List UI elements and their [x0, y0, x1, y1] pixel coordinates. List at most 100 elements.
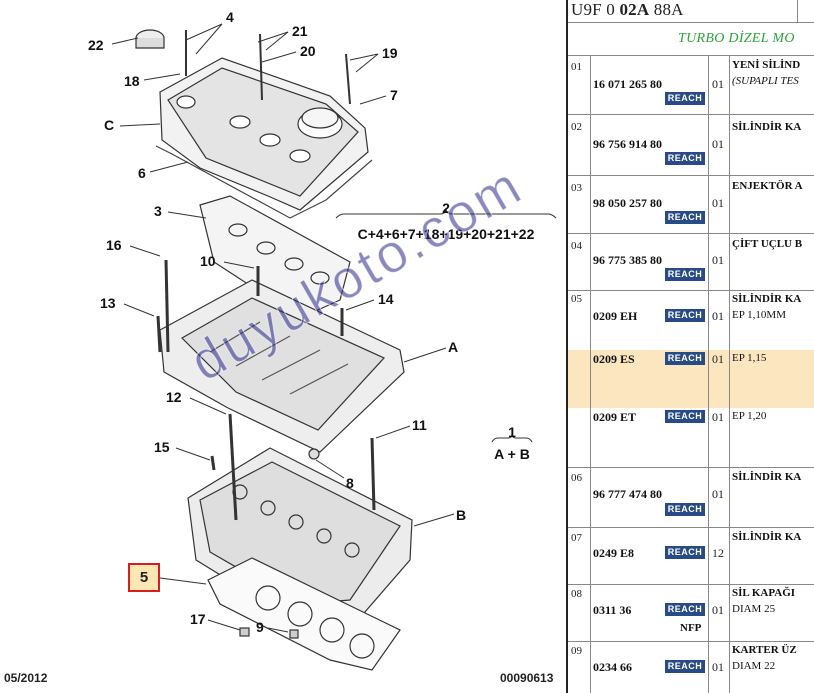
reach-badge: REACH — [665, 503, 705, 516]
part-ref: 96 756 914 80 — [593, 137, 662, 151]
quantity: 01 — [712, 196, 724, 210]
reach-badge: REACH — [665, 546, 705, 559]
part-ref: 16 071 265 80 — [593, 77, 662, 91]
part-thickness: EP 1,10MM — [732, 309, 786, 321]
part-description: SİLİNDİR KA — [732, 293, 802, 305]
part-diameter: DIAM 25 — [732, 603, 776, 615]
part-thickness: EP 1,20 — [732, 410, 767, 422]
reach-badge: REACH — [665, 211, 705, 224]
part-ref: 96 775 385 80 — [593, 253, 662, 267]
part-description: YENİ SİLİND — [732, 59, 801, 71]
quantity: 01 — [712, 660, 724, 674]
part-description: SİLİNDİR KA — [732, 531, 802, 543]
callout-13: 13 — [100, 295, 116, 311]
table-row[interactable]: 07 0249 E8 REACH 12 SİLİNDİR KA — [568, 528, 814, 585]
parts-table: U9F 0 02A 88A TURBO DİZEL MO 01 16 071 2… — [568, 0, 814, 693]
table-row[interactable]: 01 16 071 265 80 REACH 01 YENİ SİLİND (S… — [568, 55, 814, 115]
quantity: 01 — [712, 253, 724, 267]
callout-18: 18 — [124, 73, 140, 89]
diagram-date: 05/2012 — [4, 671, 48, 685]
part-ref: 96 777 474 80 — [593, 487, 662, 501]
quantity: 01 — [712, 309, 724, 323]
table-row[interactable]: 05 0209 EH REACH 01 SİLİNDİR KA EP 1,10M… — [568, 291, 814, 350]
diagram-id: 00090613 — [500, 671, 554, 685]
part-description: SİLİNDİR KA — [732, 121, 802, 133]
table-row[interactable]: 08 0311 36 REACH NFP 01 SİL KAPAĞI DIAM … — [568, 585, 814, 642]
callout-5-highlighted[interactable]: 5 — [128, 563, 160, 592]
row-number: 05 — [571, 293, 582, 305]
callout-14: 14 — [378, 291, 394, 307]
reach-badge: REACH — [665, 92, 705, 105]
part-ref: 0249 E8 — [593, 546, 635, 560]
part-description: ÇİFT UÇLU B — [732, 238, 803, 250]
reach-badge: REACH — [665, 410, 705, 423]
callout-17: 17 — [190, 611, 206, 627]
table-row[interactable]: 03 98 050 257 80 REACH 01 ENJEKTÖR A — [568, 176, 814, 234]
reach-badge: REACH — [665, 268, 705, 281]
table-row[interactable]: 09 0234 66 REACH 01 KARTER ÜZ DIAM 22 — [568, 642, 814, 693]
part-description: SİL KAPAĞI — [732, 587, 796, 599]
row-number: 07 — [571, 532, 582, 544]
callout-4: 4 — [226, 9, 234, 25]
callout-C: C — [104, 117, 115, 133]
reach-badge: REACH — [665, 603, 705, 616]
callout-3: 3 — [154, 203, 162, 219]
header-divider — [797, 0, 798, 22]
callout-11: 11 — [412, 417, 427, 433]
part-ref: 0311 36 — [593, 603, 632, 617]
part-ref: 98 050 257 80 — [593, 196, 662, 210]
exploded-parts-diagram: 22 18 4 21 20 19 7 C 6 3 2 C+4+6+7+18+19… — [4, 9, 557, 685]
callout-16: 16 — [106, 237, 122, 253]
model-code-bold: 02A — [619, 0, 650, 19]
part-description: SİLİNDİR KA — [732, 471, 802, 483]
part-ref: 0234 66 — [593, 660, 632, 674]
callout-20: 20 — [300, 43, 316, 59]
row-number: 01 — [571, 61, 582, 73]
part-ref: 0209 EH — [593, 309, 638, 323]
kit-1-number: 1 — [508, 424, 516, 440]
reach-badge: REACH — [665, 152, 705, 165]
part-description: KARTER ÜZ — [732, 644, 797, 656]
callout-7: 7 — [390, 87, 398, 103]
quantity: 12 — [712, 546, 724, 560]
model-code-suffix: 88A — [649, 0, 684, 19]
reach-badge: REACH — [665, 352, 705, 365]
quantity: 01 — [712, 410, 724, 424]
part-description-note: (SUPAPLI TES — [732, 75, 799, 87]
row-number: 09 — [571, 645, 582, 657]
kit-2-formula: C+4+6+7+18+19+20+21+22 — [357, 226, 535, 242]
callout-8: 8 — [346, 475, 354, 491]
callout-21: 21 — [292, 23, 308, 39]
kit-1-formula: A + B — [494, 446, 530, 462]
table-row[interactable]: 0209 ET REACH 01 EP 1,20 — [568, 408, 814, 468]
table-row-highlighted[interactable]: 0209 ES REACH 01 EP 1,15 — [568, 350, 814, 408]
table-row[interactable]: 06 96 777 474 80 REACH 01 SİLİNDİR KA — [568, 468, 814, 528]
part-description: ENJEKTÖR A — [732, 180, 803, 192]
callout-15: 15 — [154, 439, 170, 455]
callout-12: 12 — [166, 389, 182, 405]
model-code-prefix: U9F 0 — [571, 0, 620, 19]
engine-subtitle: TURBO DİZEL MO — [678, 31, 795, 46]
reach-badge: REACH — [665, 660, 705, 673]
callout-A: A — [448, 339, 459, 355]
callout-B: B — [456, 507, 467, 523]
quantity: 01 — [712, 77, 724, 91]
quantity: 01 — [712, 487, 724, 501]
engine-subtitle-row: TURBO DİZEL MO — [568, 22, 814, 56]
part-ref: 0209 ET — [593, 410, 637, 424]
model-code: U9F 0 02A 88A — [571, 0, 684, 20]
kit-2-number: 2 — [442, 200, 450, 216]
table-row[interactable]: 04 96 775 385 80 REACH 01 ÇİFT UÇLU B — [568, 234, 814, 291]
callout-10: 10 — [200, 253, 216, 269]
engine-drawing — [111, 23, 557, 671]
quantity: 01 — [712, 137, 724, 151]
callout-22: 22 — [88, 37, 104, 53]
panel-divider — [566, 0, 568, 693]
table-row[interactable]: 02 96 756 914 80 REACH 01 SİLİNDİR KA — [568, 115, 814, 176]
model-header: U9F 0 02A 88A — [568, 0, 814, 23]
quantity: 01 — [712, 352, 724, 366]
row-number: 06 — [571, 472, 582, 484]
part-ref: 0209 ES — [593, 352, 635, 366]
quantity: 01 — [712, 603, 724, 617]
row-number: 03 — [571, 182, 582, 194]
